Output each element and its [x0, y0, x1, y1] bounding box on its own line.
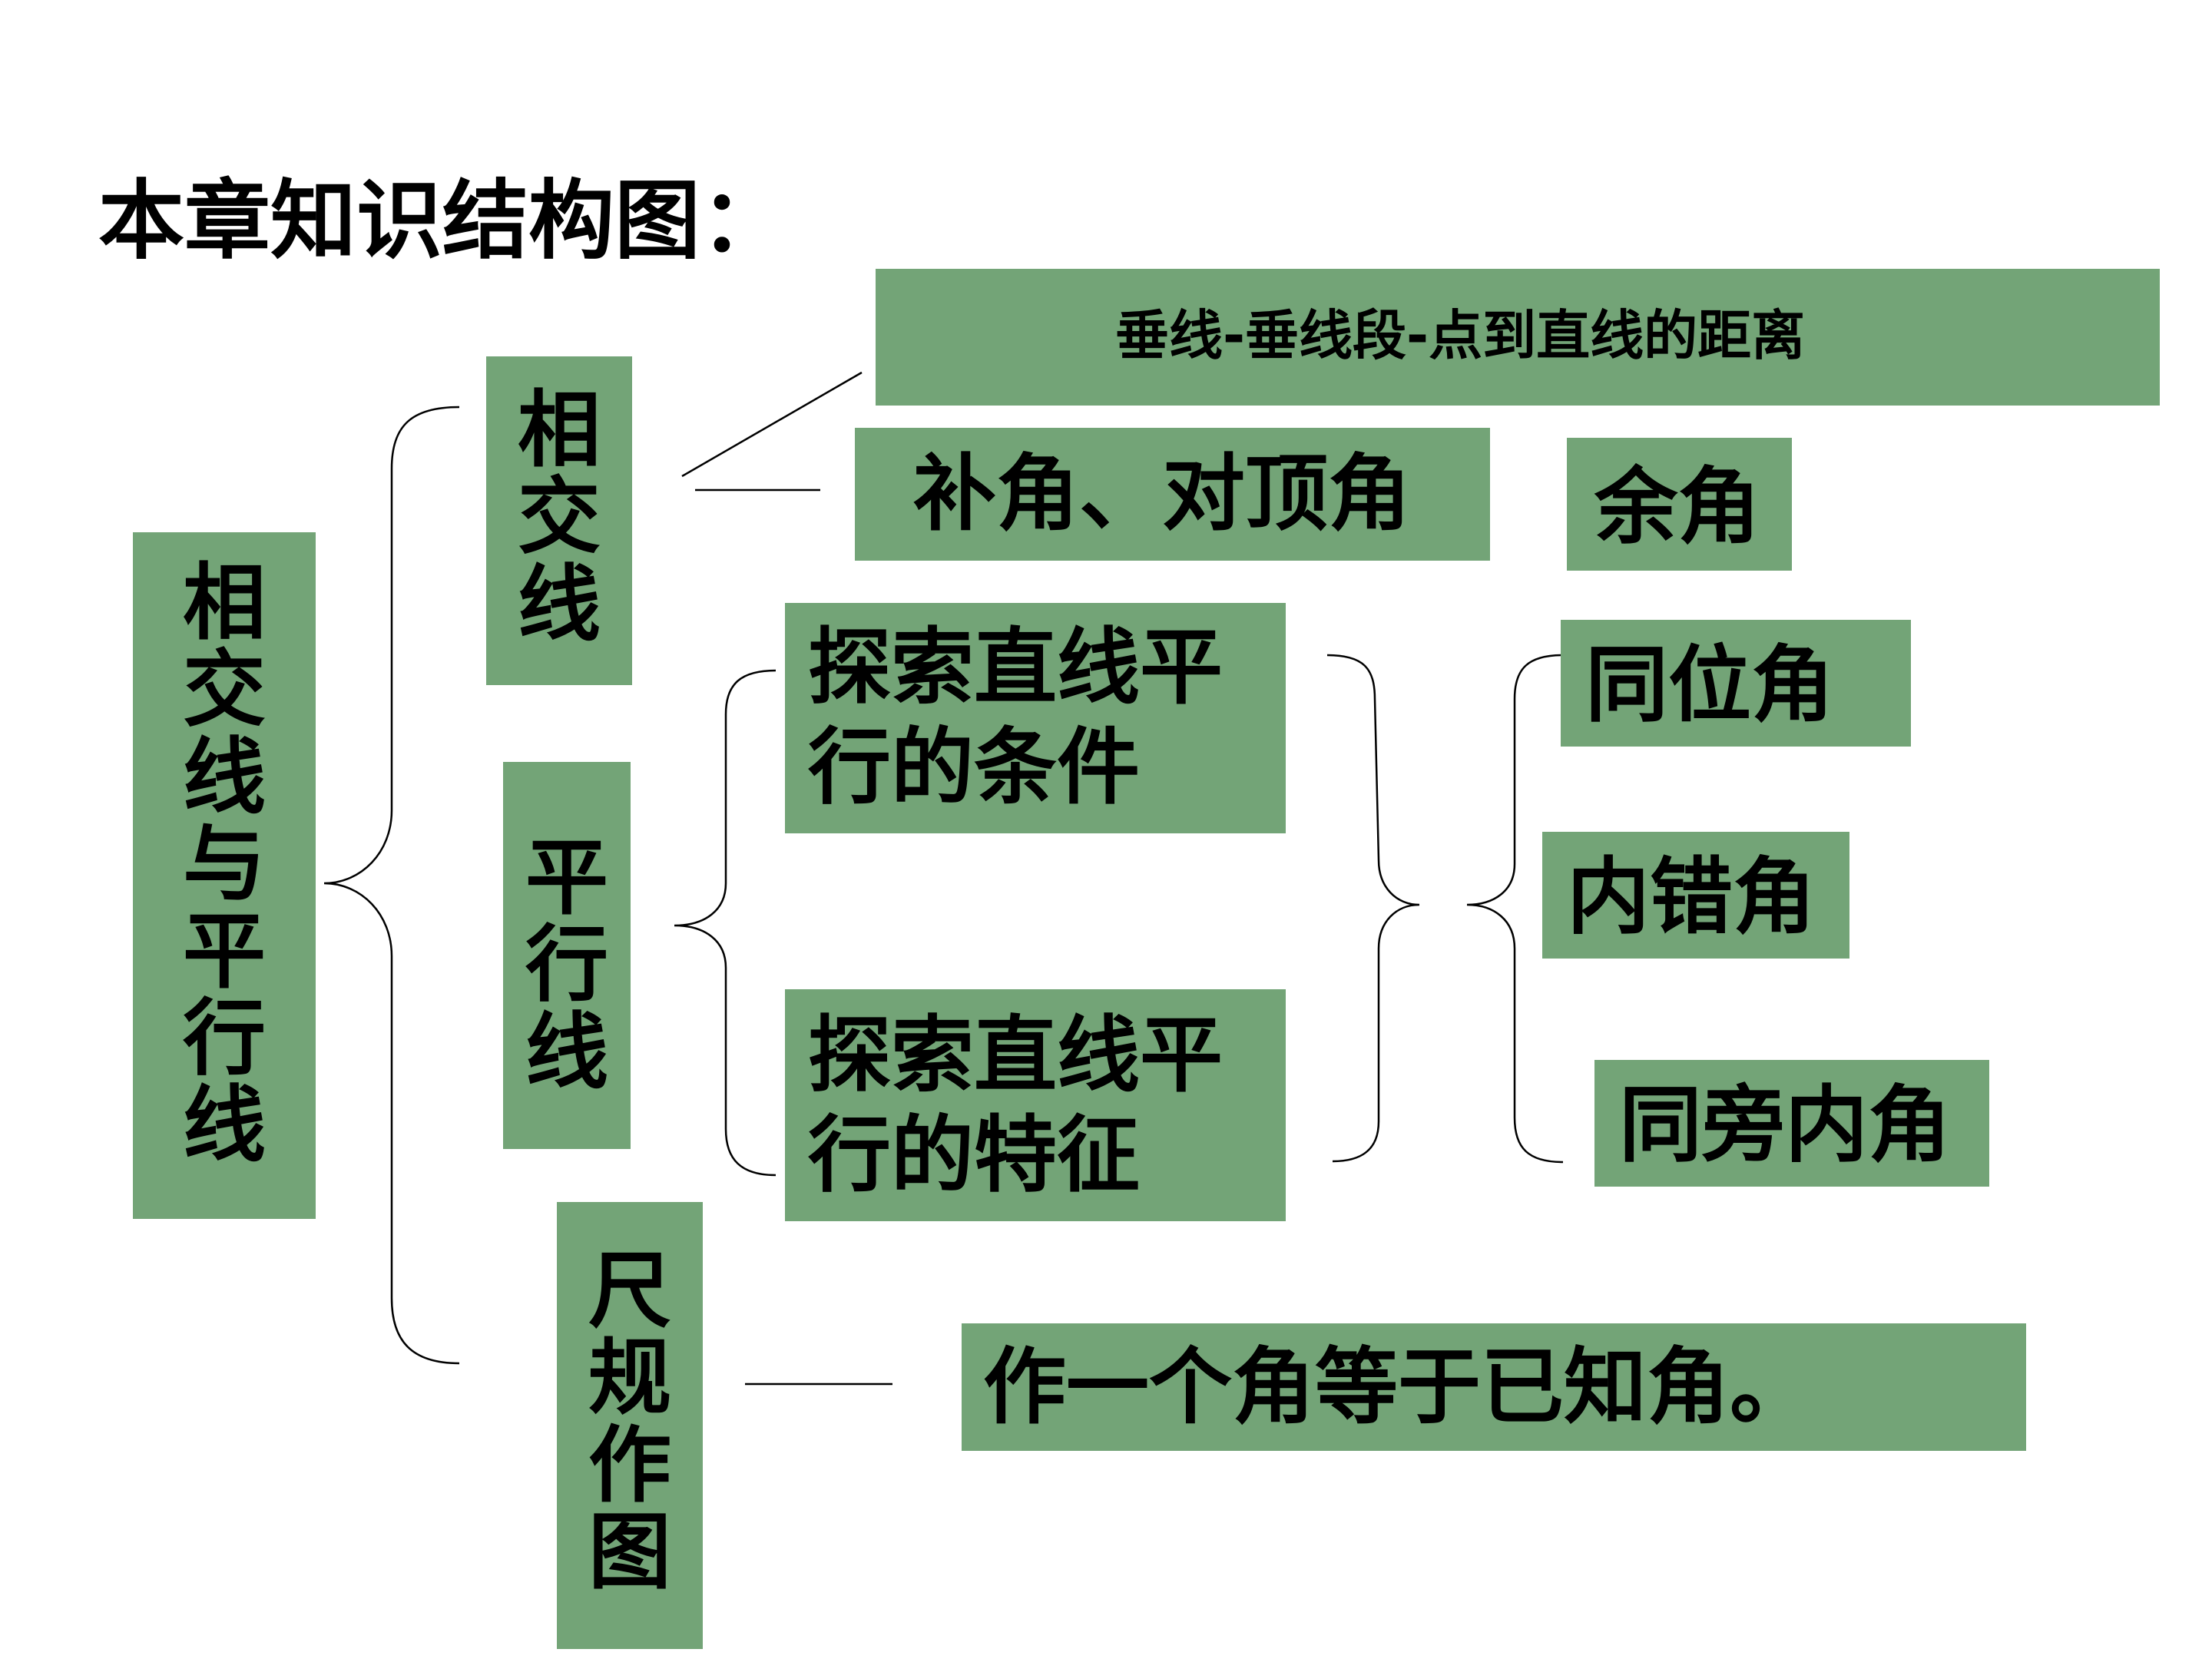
complementary-angle-node: 余角 — [1567, 438, 1792, 571]
same-side-interior-angles-node: 同旁内角 — [1594, 1060, 1989, 1187]
parallel-brace — [674, 669, 777, 1177]
copy-angle-node: 作一个角等于已知角。 — [962, 1323, 2026, 1451]
connector-perpendicular — [681, 371, 863, 478]
supplementary-vertical-angles-node: 补角、对顶角 — [855, 428, 1490, 561]
parallel-properties-node: 探索直线平 行的特征 — [785, 989, 1286, 1221]
root-node: 相 交 线 与 平 行 线 — [133, 532, 316, 1219]
angles-brace — [1466, 654, 1564, 1164]
parallel-conditions-node: 探索直线平 行的条件 — [785, 603, 1286, 833]
corresponding-angles-node: 同位角 — [1561, 620, 1911, 747]
root-brace — [323, 406, 460, 1365]
alternate-interior-angles-node: 内错角 — [1542, 832, 1849, 959]
join-brace — [1326, 654, 1420, 1163]
page-title: 本章知识结构图： — [98, 171, 786, 271]
parallel-lines-node: 平 行 线 — [503, 762, 631, 1149]
intersecting-lines-node: 相 交 线 — [486, 356, 632, 685]
perpendicular-node: 垂线-垂线段-点到直线的距离 — [876, 269, 2160, 406]
construction-node: 尺 规 作 图 — [557, 1202, 703, 1649]
root-node-text: 相 交 线 与 平 行 线 — [182, 555, 266, 1174]
